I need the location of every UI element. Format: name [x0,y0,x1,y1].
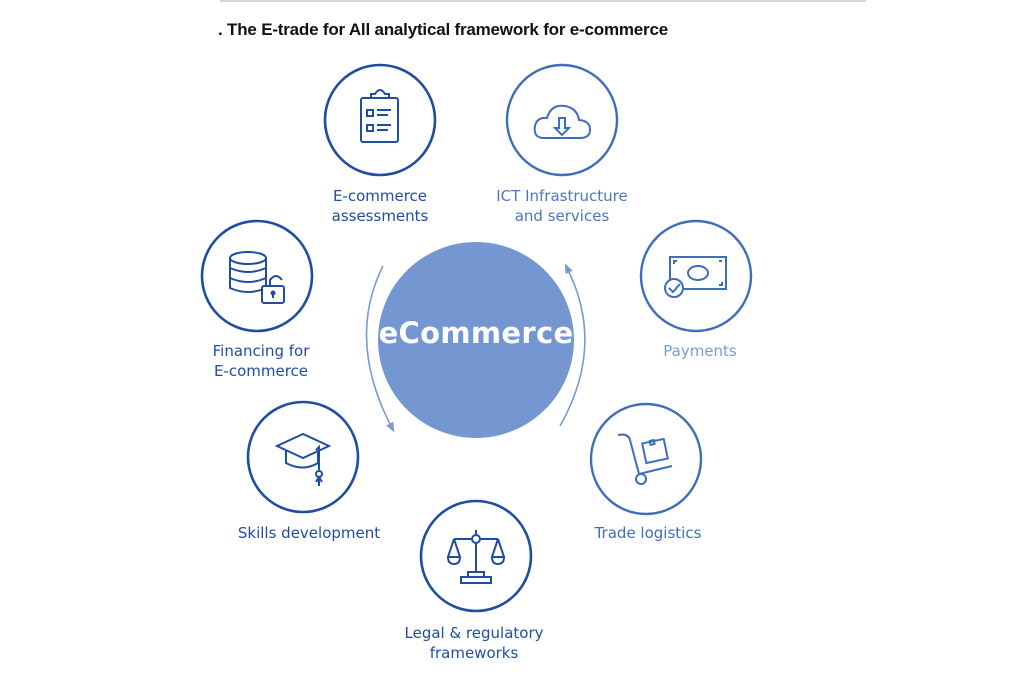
node-payments [639,219,753,333]
node-circle [639,219,753,333]
label-legal: Legal & regulatory frameworks [405,623,544,663]
label-line: frameworks [429,644,519,662]
label-line: Trade logistics [594,524,702,542]
graduation-cap-icon [274,432,332,486]
clipboard-icon [360,89,399,143]
label-payments: Payments [663,341,736,361]
label-logistics: Trade logistics [595,523,702,543]
node-skills [246,400,360,514]
label-assessments: E-commerce assessments [332,186,429,226]
banknote-check-icon [664,256,727,298]
node-legal [419,499,533,613]
label-line: Payments [663,342,737,360]
center-circle [378,242,574,438]
node-circle [200,219,314,333]
cloud-download-icon [533,104,592,139]
label-line: assessments [331,207,429,225]
label-line: ICT Infrastructure [496,187,628,205]
label-line: and services [514,207,610,225]
label-skills: Skills development [238,523,380,543]
node-circle [323,63,437,177]
label-ict: ICT Infrastructure and services [496,186,627,226]
top-rule [220,0,866,2]
cycle-arrow-left [365,265,395,433]
figure-title: . The E-trade for All analytical framewo… [218,20,668,39]
label-financing: Financing for E-commerce [213,341,310,381]
label-line: Skills development [237,524,381,542]
cycle-arrow-right [559,263,586,427]
hand-truck-icon [617,433,673,485]
label-line: Financing for [212,342,310,360]
node-logistics [589,402,703,516]
label-line: E-commerce [213,362,309,380]
node-ict [505,63,619,177]
database-lock-icon [229,251,285,304]
center-label: eCommerce [378,316,574,350]
node-assessments [323,63,437,177]
label-line: E-commerce [332,187,428,205]
node-financing [200,219,314,333]
label-line: Legal & regulatory [404,624,544,642]
scales-icon [446,530,506,584]
node-circle [505,63,619,177]
